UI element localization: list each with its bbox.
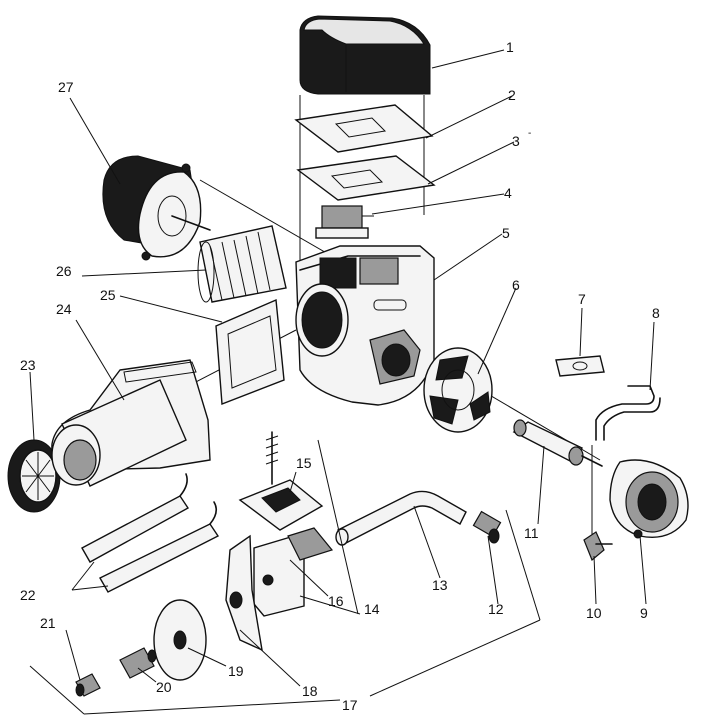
callout-11: 11	[524, 525, 539, 541]
callout-5: 5	[502, 225, 510, 241]
part-11-nozzle	[512, 419, 603, 467]
callout-6: 6	[512, 277, 520, 293]
callout-23: 23	[20, 357, 36, 373]
callout-labels: 1 2 3 4 5 6 7 8 9 10 11 12 13 14 15 16 1…	[20, 39, 660, 713]
callout-14: 14	[364, 601, 380, 617]
part-26-blower-wheel	[197, 225, 287, 303]
callout-16: 16	[328, 593, 344, 609]
callout-2: 2	[508, 87, 516, 103]
callout-21: 21	[40, 615, 56, 631]
callout-4: 4	[504, 185, 512, 201]
part-2-gasket	[294, 104, 434, 153]
callout-27: 27	[58, 79, 74, 95]
callout-22: 22	[20, 587, 36, 603]
part-5-housing	[295, 245, 435, 406]
callout-13: 13	[432, 577, 448, 593]
callout-18: 18	[302, 683, 318, 699]
part-6-air-shutter	[423, 347, 493, 433]
callout-24: 24	[56, 301, 72, 317]
part-10-fitting	[583, 531, 613, 561]
part-20-adapter	[119, 647, 157, 679]
callout-20: 20	[156, 679, 172, 695]
callout-15: 15	[296, 455, 312, 471]
callout-9: 9	[640, 605, 648, 621]
part-7-small-gasket	[555, 355, 605, 377]
callout-12: 12	[488, 601, 504, 617]
part-27-motor	[102, 155, 211, 261]
part-12-fitting	[472, 510, 502, 544]
callout-3-tick: -	[528, 128, 531, 139]
callout-8: 8	[652, 305, 660, 321]
part-4-igniter	[315, 205, 374, 239]
callout-26: 26	[56, 263, 72, 279]
part-1-cover	[299, 15, 431, 95]
leader-lines	[29, 49, 655, 715]
part-23-retention-head	[7, 439, 61, 513]
callout-17: 17	[342, 697, 358, 713]
callout-10: 10	[586, 605, 602, 621]
part-13-oil-tube	[335, 490, 467, 546]
part-14-electrode-assembly	[238, 431, 334, 617]
part-21-nozzle	[75, 673, 101, 697]
part-22-electrodes	[81, 473, 220, 593]
callout-3: 3	[512, 133, 520, 149]
part-24-air-tube	[51, 359, 211, 487]
callout-19: 19	[228, 663, 244, 679]
callout-25: 25	[100, 287, 116, 303]
callout-1: 1	[506, 39, 514, 55]
part-3-plate	[296, 155, 436, 201]
callout-7: 7	[578, 291, 586, 307]
part-8-pipe	[595, 385, 661, 441]
part-19-head-disk	[153, 599, 207, 681]
part-9-pump	[609, 459, 689, 539]
part-25-gasket	[215, 298, 285, 405]
